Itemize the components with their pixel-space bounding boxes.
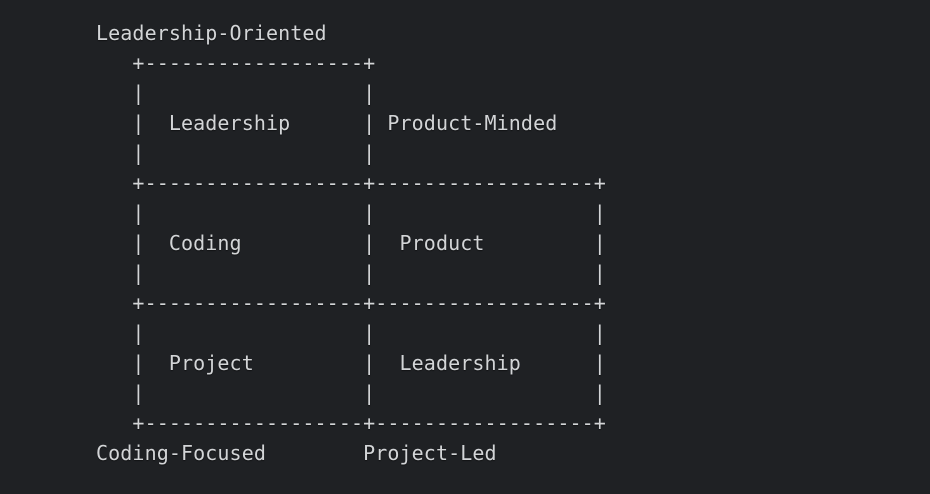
ascii-line: | | xyxy=(96,81,376,105)
ascii-line-cell-leadership: | Leadership | Product-Minded xyxy=(96,111,558,135)
ascii-line-bottom-axis-labels: Coding-Focused Project-Led xyxy=(96,441,497,465)
ascii-diagram: Leadership-Oriented +------------------+… xyxy=(96,18,606,468)
ascii-line: | | xyxy=(96,141,376,165)
ascii-line: | | | xyxy=(96,201,606,225)
ascii-line-cells-coding-product: | Coding | Product | xyxy=(96,231,606,255)
ascii-line-border: +------------------+ xyxy=(96,51,376,75)
ascii-line: | | | xyxy=(96,321,606,345)
ascii-line: | | | xyxy=(96,261,606,285)
ascii-line-border: +------------------+------------------+ xyxy=(96,411,606,435)
ascii-line: | | | xyxy=(96,381,606,405)
ascii-line-border: +------------------+------------------+ xyxy=(96,171,606,195)
ascii-line-border: +------------------+------------------+ xyxy=(96,291,606,315)
ascii-line-top-axis-label: Leadership-Oriented xyxy=(96,21,327,45)
ascii-line-cells-project-leadership: | Project | Leadership | xyxy=(96,351,606,375)
